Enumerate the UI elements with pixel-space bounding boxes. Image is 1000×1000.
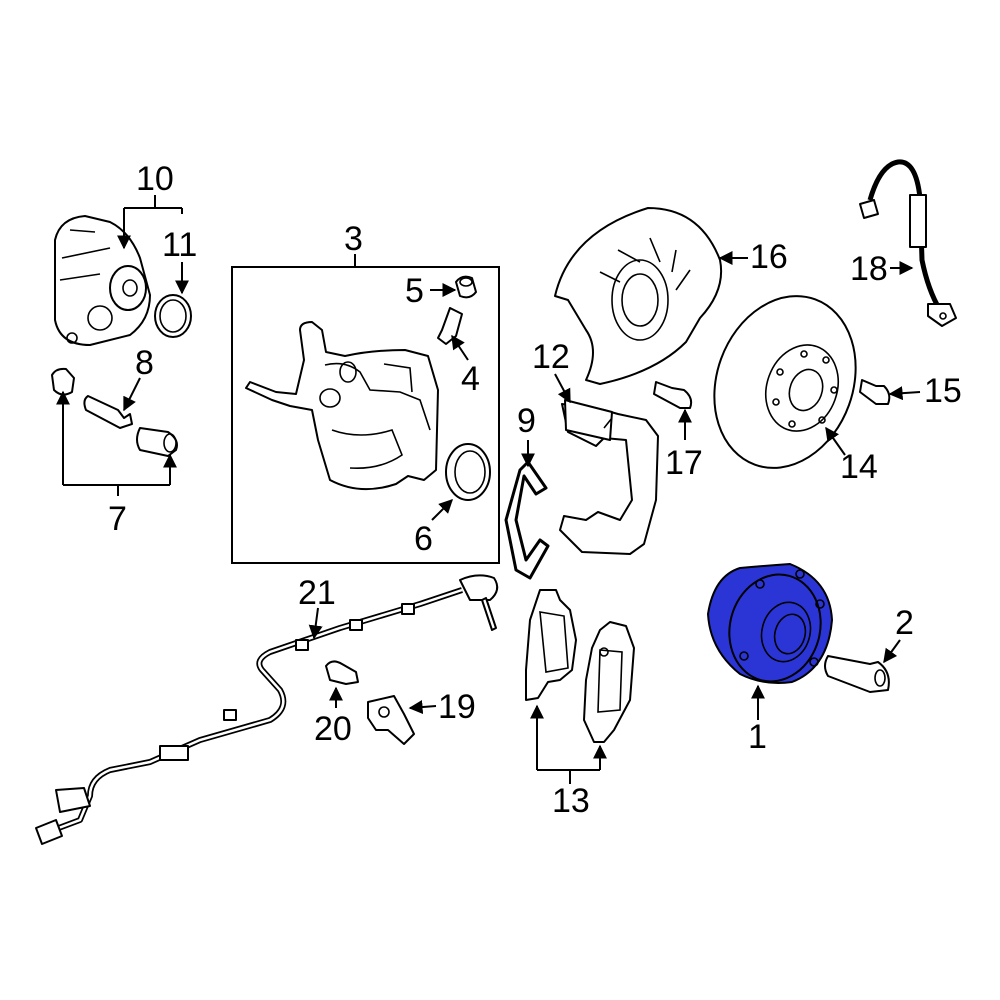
callout-21: 21 <box>298 574 336 612</box>
callout-13: 13 <box>552 782 590 820</box>
callout-3: 3 <box>344 220 363 258</box>
callout-8: 8 <box>135 344 154 382</box>
part-3-caliper-box <box>231 266 500 564</box>
part-7-guide-pin-caps[interactable] <box>51 367 178 457</box>
callout-7: 7 <box>108 500 127 538</box>
part-6-piston-seal[interactable] <box>445 443 491 501</box>
callout-16: 16 <box>750 238 788 276</box>
callout-15: 15 <box>924 372 962 410</box>
callout-20: 20 <box>314 710 352 748</box>
part-16-dust-shield[interactable] <box>554 207 723 385</box>
callout-2: 2 <box>895 604 914 642</box>
part-4-bleeder-screw[interactable] <box>437 307 463 345</box>
part-13-brake-pads[interactable] <box>525 589 635 743</box>
callout-12: 12 <box>532 338 570 376</box>
part-9-spring-clip[interactable] <box>504 460 550 580</box>
callout-5: 5 <box>405 272 424 310</box>
callout-9: 9 <box>517 402 536 440</box>
part-1-wheel-hub[interactable] <box>706 562 834 692</box>
callout-6: 6 <box>414 520 433 558</box>
callout-18: 18 <box>850 250 888 288</box>
callout-labels: 1 2 3 4 5 6 7 8 9 10 11 12 13 14 15 16 1… <box>108 160 962 820</box>
callout-19: 19 <box>438 688 476 726</box>
callout-10: 10 <box>136 160 174 198</box>
callout-14: 14 <box>840 448 878 486</box>
callout-4: 4 <box>461 360 480 398</box>
part-2-hub-bolt[interactable] <box>824 655 890 693</box>
callout-11: 11 <box>162 226 197 264</box>
part-11-o-ring[interactable] <box>154 294 192 338</box>
leader-lines <box>56 195 921 784</box>
part-3-caliper[interactable] <box>245 321 439 491</box>
part-8-guide-pin-bolt[interactable] <box>83 395 133 429</box>
part-17-bolt[interactable] <box>653 381 693 409</box>
part-15-rotor-screw[interactable] <box>859 379 891 405</box>
part-10-parking-brake-motor[interactable] <box>54 215 151 346</box>
part-14-brake-rotor[interactable] <box>691 276 879 488</box>
part-12-caliper-bracket[interactable] <box>559 399 659 555</box>
part-5-bleeder-cap[interactable] <box>455 275 477 299</box>
part-21-abs-sensor-harness[interactable] <box>35 574 499 845</box>
callout-1: 1 <box>748 718 767 756</box>
part-20-bolt[interactable] <box>325 660 359 685</box>
callout-17: 17 <box>665 444 703 482</box>
part-18-brake-hose[interactable] <box>859 159 957 327</box>
part-19-sensor-bracket[interactable] <box>367 695 415 745</box>
